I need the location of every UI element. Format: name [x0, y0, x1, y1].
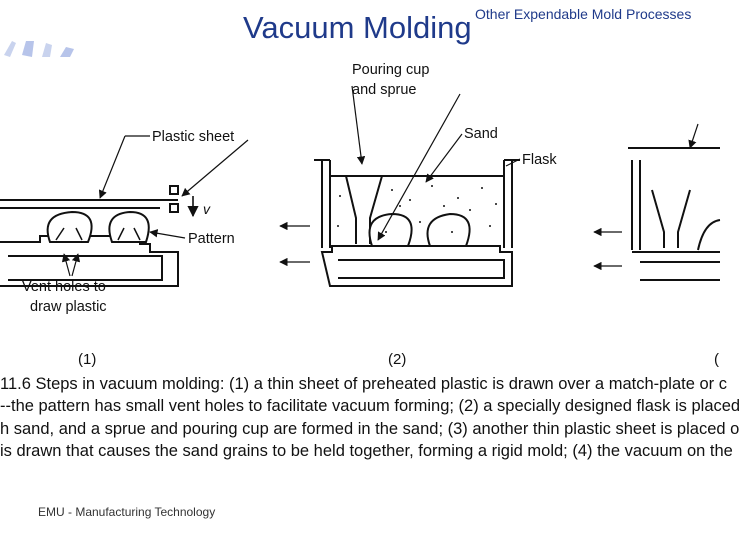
pattern-label: Pattern	[188, 231, 235, 247]
university-logo-icon	[4, 41, 74, 57]
footer-text: EMU - Manufacturing Technology	[38, 505, 216, 519]
step2-assembly	[314, 159, 520, 287]
step2-label: (2)	[388, 351, 406, 368]
sand-label: Sand	[464, 126, 498, 142]
caption-line-1: 11.6 Steps in vacuum molding: (1) a thin…	[0, 375, 727, 393]
step3-label: (	[714, 351, 719, 368]
figure-caption: 11.6 Steps in vacuum molding: (1) a thin…	[0, 373, 740, 483]
vent-holes-label-line2: draw plastic	[30, 299, 107, 315]
step3-assembly	[628, 147, 721, 281]
flask-label: Flask	[522, 152, 557, 168]
caption-line-3: h sand, and a sprue and pouring cup are …	[0, 419, 740, 438]
vent-holes-label-line1: Vent holes to	[22, 279, 106, 295]
vacuum-molding-diagram: v Plastic sheet Pattern Vent holes to dr…	[0, 62, 721, 368]
pouring-cup-label-line2: and sprue	[352, 82, 417, 98]
section-header: Other Expendable Mold Processes	[475, 6, 692, 22]
pouring-cup-label-line1: Pouring cup	[352, 62, 429, 78]
slide-title: Vacuum Molding	[243, 10, 472, 45]
caption-line-4: is drawn that causes the sand grains to …	[0, 441, 733, 460]
step1-assembly	[0, 185, 179, 287]
caption-line-2: --the pattern has small vent holes to fa…	[0, 397, 740, 416]
velocity-label: v	[203, 201, 211, 217]
plastic-sheet-label: Plastic sheet	[152, 129, 234, 145]
sand-dots	[337, 185, 497, 233]
step1-label: (1)	[78, 351, 96, 368]
